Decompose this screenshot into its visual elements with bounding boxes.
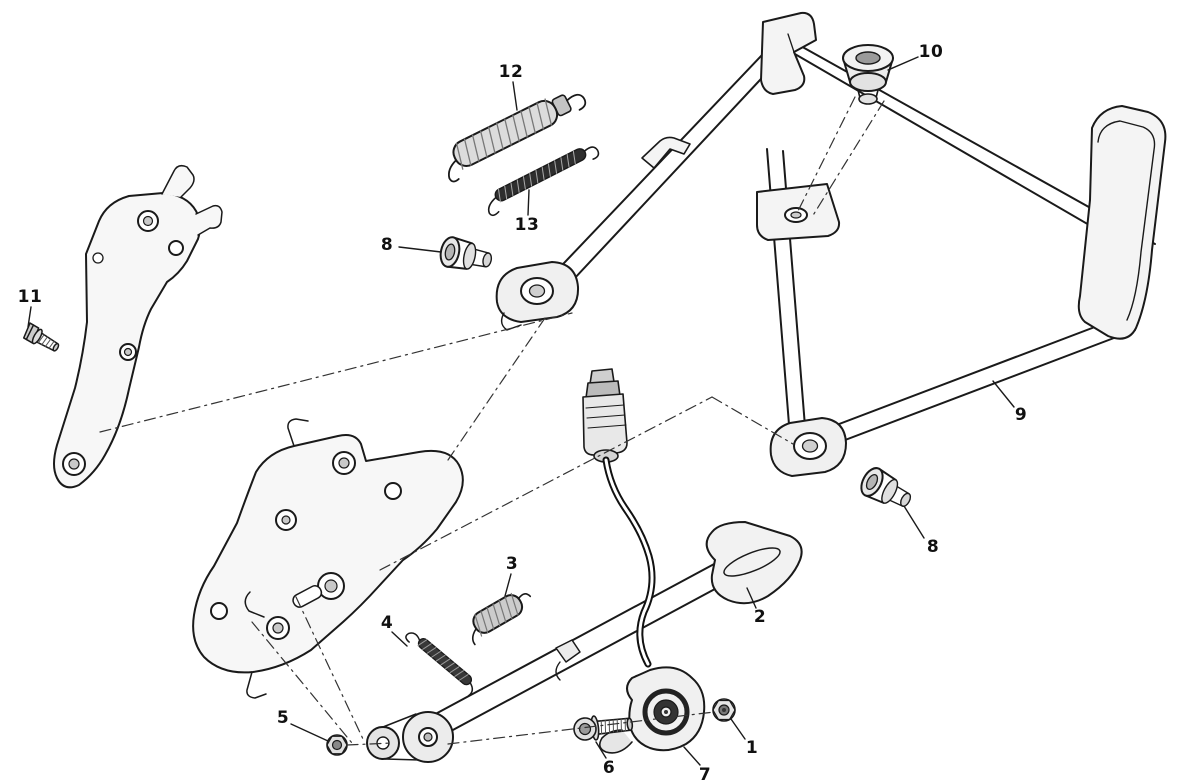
callout-13: 13 — [514, 215, 540, 235]
reference-dash-lines — [99, 96, 885, 746]
part-8-bushing-upper — [439, 236, 493, 270]
callout-9: 9 — [1014, 405, 1028, 425]
part-7-stand-sensor — [598, 666, 706, 754]
callout-10: 10 — [918, 42, 944, 62]
callout-3: 3 — [505, 554, 519, 574]
part-9-center-stand — [495, 11, 1167, 477]
callout-6: 6 — [602, 758, 616, 778]
callout-8-upper: 8 — [380, 235, 394, 255]
part-2-side-stand — [366, 521, 803, 763]
callout-4: 4 — [380, 613, 394, 633]
sensor-cable — [602, 456, 656, 668]
callout-7: 7 — [698, 765, 712, 783]
part-10-rubber-pad — [842, 44, 894, 105]
part-3-spring — [471, 592, 532, 646]
callout-5: 5 — [276, 708, 290, 728]
part-1-nut — [712, 698, 736, 722]
part-5-nut — [326, 734, 348, 756]
callout-2: 2 — [753, 607, 767, 627]
part-4-spring — [405, 632, 474, 697]
part-11-screw — [22, 322, 60, 352]
part-12-spring — [448, 93, 587, 183]
cable-connector — [582, 368, 628, 463]
part-6-bolt — [573, 715, 634, 741]
label-leader-lines — [27, 56, 1015, 766]
callout-8-lower: 8 — [926, 537, 940, 557]
part-13-spring — [487, 146, 600, 217]
bracket-center — [192, 418, 464, 699]
callout-11: 11 — [17, 287, 43, 307]
part-8-bushing-lower — [860, 467, 912, 507]
callout-1: 1 — [745, 738, 759, 758]
bracket-upper-left — [53, 164, 223, 489]
callout-12: 12 — [498, 62, 524, 82]
